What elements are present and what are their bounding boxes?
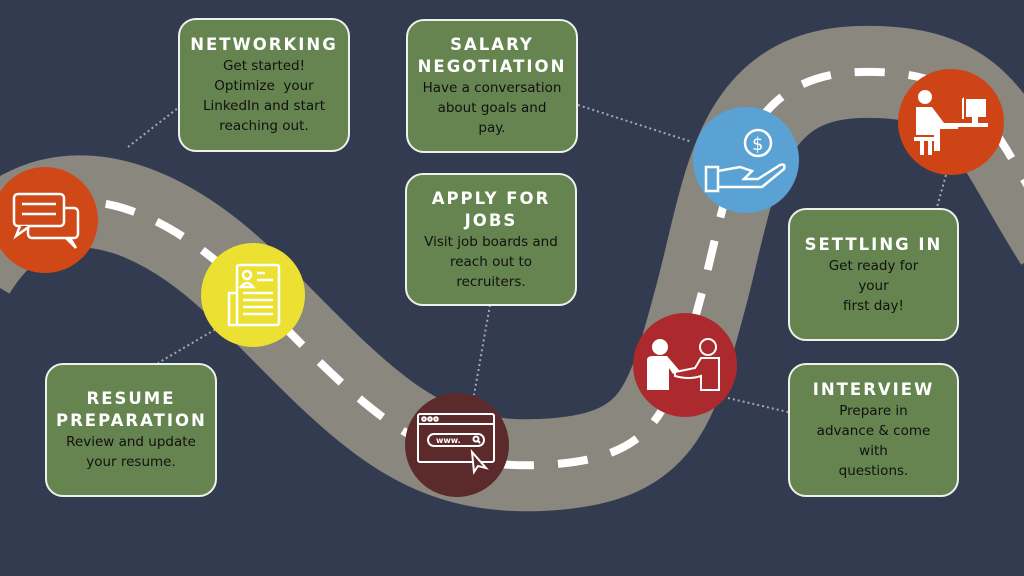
step-line: Get started! <box>222 58 306 74</box>
networking-circle <box>0 167 98 273</box>
step-line: Optimize your <box>214 78 314 94</box>
step-line: pay. <box>478 120 506 136</box>
step-settling-in: SETTLING IN Get ready for your first day… <box>788 208 959 341</box>
resume-document-icon <box>227 263 281 327</box>
chat-bubbles-icon <box>12 192 80 249</box>
step-line: with <box>859 443 888 459</box>
step-line: Get ready for <box>828 257 919 274</box>
step-apply-for-jobs: APPLY FOR JOBS Visit job boards and reac… <box>405 173 577 306</box>
step-line: recruiters. <box>456 273 526 290</box>
step-title: APPLY FOR JOBS <box>431 188 551 230</box>
person-at-desk-icon <box>914 90 988 155</box>
apply-circle: www. <box>405 393 509 497</box>
step-title: SALARY NEGOTIATION <box>417 35 567 76</box>
step-line: questions. <box>838 463 909 479</box>
step-line: reach out to <box>449 253 533 270</box>
step-line: reaching out. <box>219 118 309 134</box>
step-interview: INTERVIEW Prepare in advance & come with… <box>788 363 959 497</box>
step-line: advance & come <box>816 423 931 439</box>
handshake-icon <box>647 338 720 391</box>
salary-circle: $ <box>693 107 799 213</box>
settling-circle <box>898 69 1004 175</box>
step-line: about goals and <box>437 100 547 116</box>
step-line: your resume. <box>86 454 176 470</box>
browser-search-icon: www. <box>417 413 495 475</box>
dollar-sign: $ <box>752 134 763 155</box>
step-line: Review and update <box>66 434 196 450</box>
step-title: INTERVIEW <box>812 380 935 399</box>
interview-circle <box>633 313 737 417</box>
step-line: LinkedIn and start <box>202 98 325 114</box>
step-salary-negotiation: SALARY NEGOTIATION Have a conversation a… <box>406 19 578 153</box>
step-title: SETTLING IN <box>804 234 943 254</box>
step-networking: NETWORKING Get started! Optimize your Li… <box>178 18 350 152</box>
step-line: Prepare in <box>839 403 908 419</box>
resume-circle <box>201 243 305 347</box>
step-line: your <box>858 277 889 294</box>
step-line: Have a conversation <box>422 80 562 96</box>
hand-money-icon: $ <box>704 128 786 193</box>
step-title: RESUME PREPARATION <box>56 389 207 430</box>
step-resume-preparation: RESUME PREPARATION Review and update you… <box>45 363 217 497</box>
connector-lines <box>127 104 947 413</box>
step-line: first day! <box>843 297 904 314</box>
step-title: NETWORKING <box>190 35 338 54</box>
road <box>0 25 1024 512</box>
step-line: Visit job boards and <box>424 233 558 250</box>
browser-url-text: www. <box>436 436 461 445</box>
